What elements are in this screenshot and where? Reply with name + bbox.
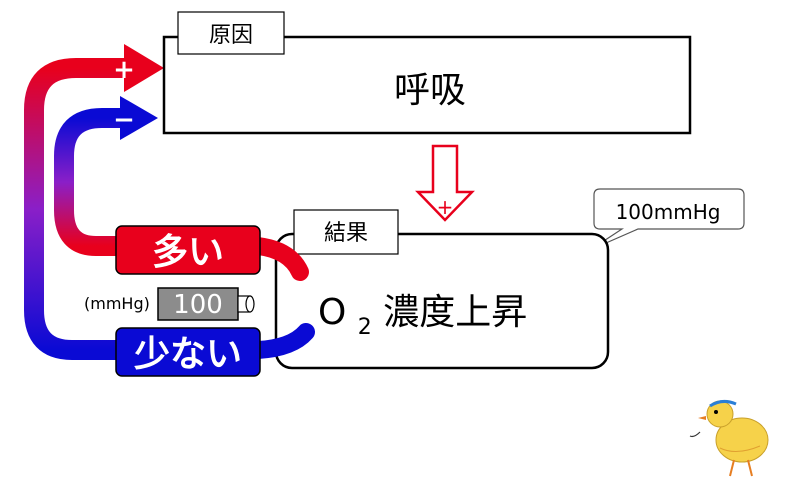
pressure-gauge: (mmHg) 100 — [84, 287, 255, 321]
effect-title-rest: 濃度上昇 — [383, 292, 527, 333]
positive-feedback-loop: + — [24, 44, 164, 360]
effect-arrow-sign: + — [437, 195, 454, 219]
value-callout: 100mmHg — [589, 188, 745, 251]
gauge-value: 100 — [173, 290, 223, 320]
high-level-box: 多い — [115, 225, 261, 275]
cause-tag-label: 原因 — [209, 23, 253, 48]
gauge-body — [157, 287, 239, 321]
down-arrow-icon — [415, 144, 475, 222]
effect-box: 結果 O 2 濃度上昇 — [274, 209, 610, 370]
cause-tag — [177, 11, 285, 55]
effect-title: O 2 濃度上昇 — [318, 292, 527, 343]
gauge-unit: (mmHg) — [84, 294, 150, 313]
effect-title-prefix: O — [318, 292, 346, 333]
callout-text: 100mmHg — [616, 200, 721, 224]
low-connector — [249, 323, 315, 359]
effect-arrow: + — [415, 144, 475, 222]
cause-box: 原因 呼吸 — [162, 11, 692, 135]
effect-tag-label: 結果 — [324, 221, 368, 246]
plus-sign: + — [113, 55, 135, 85]
high-level-label: 多い — [152, 232, 224, 273]
chick-mascot-icon — [689, 399, 769, 477]
cause-title: 呼吸 — [394, 70, 466, 111]
low-level-box: 少ない — [115, 327, 261, 377]
high-connector — [249, 237, 309, 281]
negative-feedback-loop: − — [54, 96, 158, 256]
minus-arrowhead-icon — [120, 96, 158, 140]
low-level-label: 少ない — [134, 334, 242, 375]
effect-title-subscript: 2 — [358, 315, 372, 340]
minus-sign: − — [113, 105, 135, 135]
plus-arrowhead-icon — [124, 44, 164, 92]
effect-tag — [293, 209, 399, 255]
